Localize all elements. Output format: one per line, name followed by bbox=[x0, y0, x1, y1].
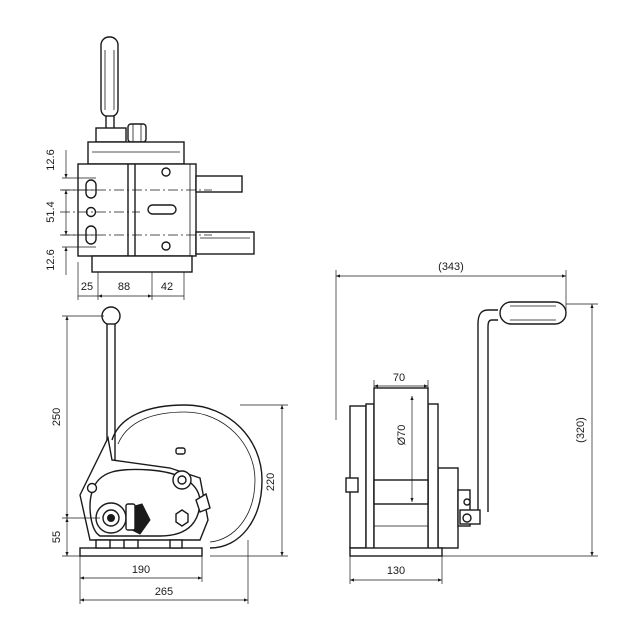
dim-55: 55 bbox=[51, 531, 63, 543]
dim-88: 88 bbox=[118, 281, 130, 293]
dim-70: 70 bbox=[393, 372, 405, 384]
top-slot-upper bbox=[85, 179, 97, 199]
dim-25: 25 bbox=[81, 281, 93, 293]
dim-12-6-top: 12.6 bbox=[45, 149, 57, 170]
dim-51-4: 51.4 bbox=[45, 201, 57, 222]
side-drum-core bbox=[373, 479, 429, 505]
dim-190: 190 bbox=[132, 564, 150, 576]
side-base-plate bbox=[349, 547, 443, 557]
side-frame-right bbox=[427, 403, 439, 551]
dim-265: 265 bbox=[155, 586, 173, 598]
top-slot-side bbox=[147, 204, 177, 215]
front-drum-guard bbox=[111, 404, 263, 549]
top-drum-shaft bbox=[195, 175, 243, 193]
front-view: 250 55 220 190 265 bbox=[51, 306, 288, 604]
front-hex-bolt bbox=[175, 509, 189, 527]
top-base-flange bbox=[195, 231, 255, 255]
side-crank-grip bbox=[499, 301, 567, 325]
front-handle-knob bbox=[101, 306, 121, 326]
dim-220: 220 bbox=[265, 473, 277, 491]
top-base-plate bbox=[91, 255, 193, 273]
side-view: (343) (320) 70 Ø70 130 bbox=[335, 261, 598, 584]
dim-12-6-bottom: 12.6 bbox=[45, 249, 57, 270]
dim-130: 130 bbox=[387, 565, 405, 577]
side-gearbox bbox=[437, 467, 459, 549]
top-handle-grip bbox=[100, 36, 119, 118]
dim-343: (343) bbox=[438, 261, 464, 273]
top-view: 12.6 51.4 12.6 25 88 42 bbox=[45, 36, 255, 300]
front-base-plate bbox=[79, 547, 203, 557]
dim-diameter-70: Ø70 bbox=[396, 425, 408, 446]
dim-250: 250 bbox=[51, 408, 63, 426]
top-ratchet-block bbox=[95, 127, 127, 143]
dim-42: 42 bbox=[161, 281, 173, 293]
side-crank-arm bbox=[477, 309, 498, 512]
dim-320: (320) bbox=[575, 417, 587, 443]
top-bolt-head bbox=[127, 123, 147, 143]
side-frame-left bbox=[349, 405, 367, 549]
top-cover-plate bbox=[87, 141, 185, 165]
